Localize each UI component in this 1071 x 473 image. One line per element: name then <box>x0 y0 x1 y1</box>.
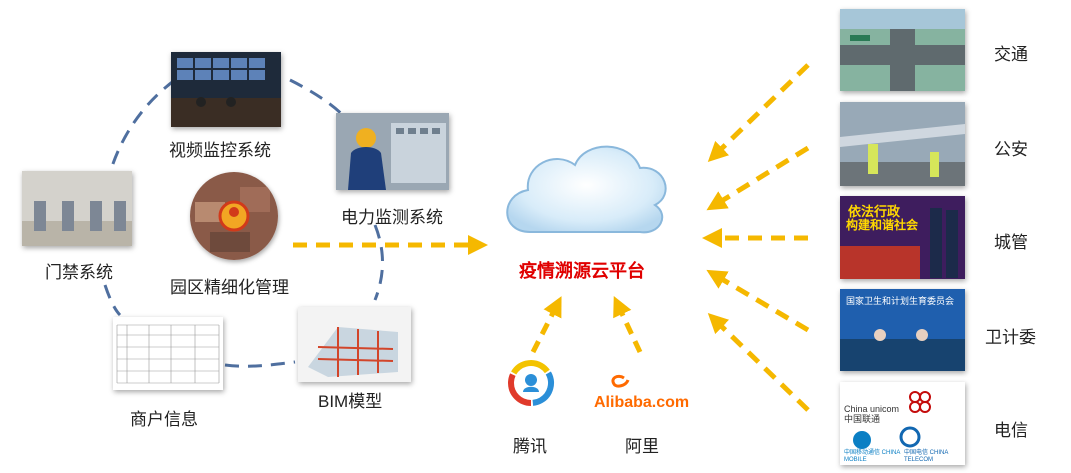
alibaba-logo-text: Alibaba.com <box>594 394 690 411</box>
video-surveillance-photo <box>171 52 281 127</box>
traffic-label: 交通 <box>994 45 1028 64</box>
health-banner: 国家卫生和计划生育委员会 <box>846 296 955 306</box>
access-control-label: 门禁系统 <box>45 263 113 282</box>
arrow-tencent <box>530 296 562 354</box>
arrow-alibaba <box>613 295 643 354</box>
alibaba-label: 阿里 <box>625 437 659 456</box>
merchant-info-label: 商户信息 <box>130 410 198 429</box>
cloud-icon <box>506 145 667 234</box>
arrow-telecom <box>707 313 810 412</box>
telecom-logo-text: 中国电信 CHINA TELECOM <box>904 450 949 463</box>
access-control-photo <box>22 171 132 246</box>
bim-model-photo <box>298 307 411 382</box>
arrow-health <box>706 269 810 333</box>
video-surveillance-label: 视频监控系统 <box>169 141 271 160</box>
tencent-label: 腾讯 <box>513 437 547 456</box>
tencent-logo-icon <box>506 358 556 408</box>
health-commission-label: 卫计委 <box>985 328 1036 347</box>
urban-management-label: 城管 <box>994 233 1028 252</box>
telecom-photo: China unicom中国联通 中国移动通信 CHINA MOBILE 中国电… <box>840 382 965 465</box>
urban-banner-line2: 构建和谐社会 <box>846 218 919 232</box>
arrow-traffic <box>707 63 810 162</box>
alibaba-logo-icon: Alibaba.com <box>594 368 698 416</box>
unicom-logo-text: China unicom中国联通 <box>844 404 900 424</box>
arrow-police <box>706 145 810 211</box>
urban-management-photo: 依法行政 构建和谐社会 <box>840 196 965 279</box>
police-photo <box>840 102 965 186</box>
power-monitoring-photo <box>336 113 449 190</box>
park-management-label: 园区精细化管理 <box>170 278 289 297</box>
mobile-logo-text: 中国移动通信 CHINA MOBILE <box>844 450 901 463</box>
traffic-photo <box>840 9 965 91</box>
merchant-info-photo <box>113 317 223 390</box>
police-label: 公安 <box>994 140 1028 159</box>
center-platform-label: 疫情溯源云平台 <box>519 261 645 281</box>
power-monitoring-label: 电力监测系统 <box>341 208 443 227</box>
health-commission-photo: 国家卫生和计划生育委员会 <box>840 289 965 371</box>
telecom-label: 电信 <box>994 421 1028 440</box>
urban-banner-line1: 依法行政 <box>848 204 901 219</box>
park-management-photo <box>190 172 278 260</box>
bim-model-label: BIM模型 <box>318 392 383 411</box>
